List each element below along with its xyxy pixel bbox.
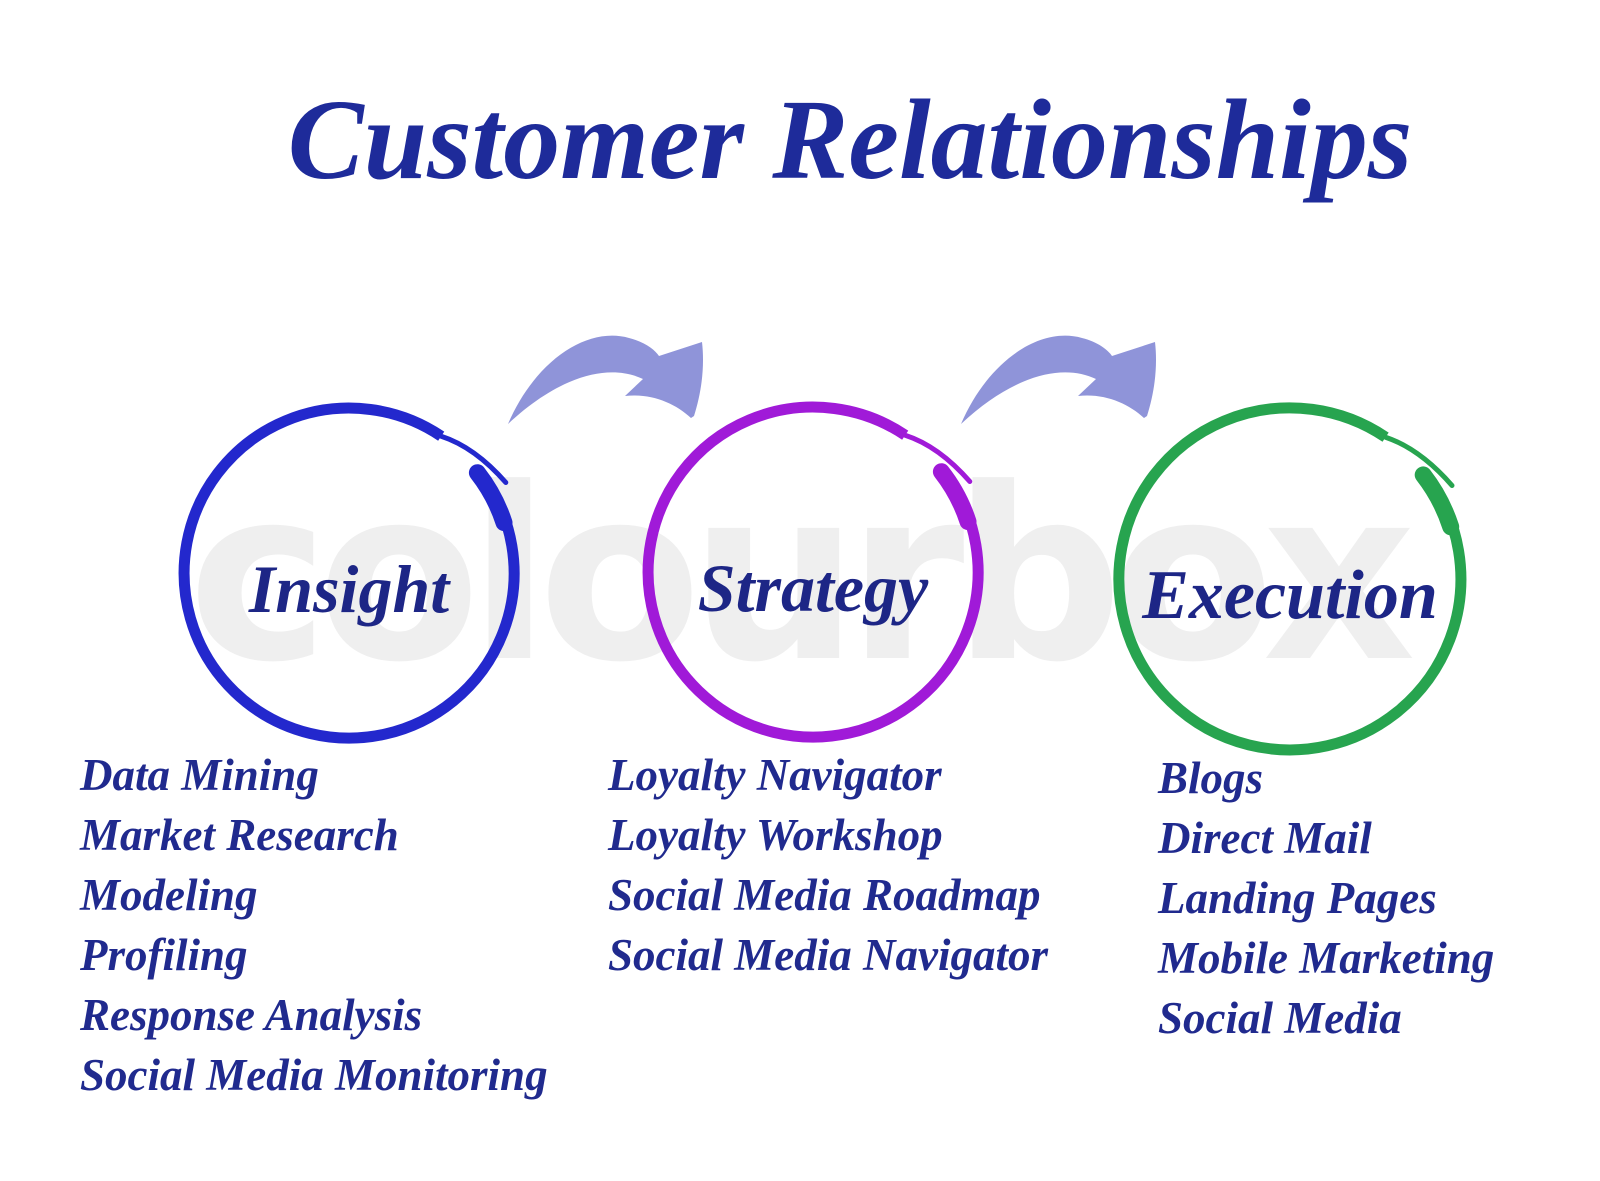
list-item: Market Research — [80, 810, 399, 860]
list-item: Social Media Navigator — [608, 930, 1048, 980]
list-item: Profiling — [80, 930, 248, 980]
list-item: Blogs — [1158, 753, 1264, 803]
execution-circle: Execution — [1113, 402, 1467, 756]
list-item: Loyalty Workshop — [608, 810, 943, 860]
insight-circle-brush-start — [468, 464, 513, 532]
strategy-label: Strategy — [698, 550, 929, 626]
execution-circle-brush-start — [1414, 466, 1460, 536]
strategy-item-list: Loyalty Navigator Loyalty Workshop Socia… — [608, 745, 1048, 985]
list-item: Social Media Roadmap — [608, 870, 1041, 920]
list-item: Modeling — [80, 870, 258, 920]
page-title: Customer Relationships — [287, 76, 1413, 203]
list-item: Social Media — [1158, 993, 1402, 1043]
execution-item-list: Blogs Direct Mail Landing Pages Mobile M… — [1158, 748, 1494, 1048]
strategy-circle-brush-start — [932, 463, 977, 531]
strategy-circle: Strategy — [642, 401, 984, 743]
insight-item-list: Data Mining Market Research Modeling Pro… — [80, 745, 548, 1105]
execution-circle-brush-tail — [1383, 434, 1455, 488]
execution-label: Execution — [1141, 557, 1438, 634]
insight-circle: Insight — [178, 402, 520, 744]
strategy-circle-arc — [642, 401, 984, 743]
insight-label: Insight — [248, 551, 451, 627]
strategy-circle-brush-tail — [902, 432, 973, 484]
insight-circle-brush-tail — [438, 433, 509, 485]
arrow-strategy-to-execution-icon — [961, 335, 1157, 424]
list-item: Data Mining — [80, 750, 319, 800]
list-item: Landing Pages — [1158, 873, 1437, 923]
list-item: Mobile Marketing — [1158, 933, 1495, 983]
execution-circle-arc — [1113, 402, 1467, 756]
list-item: Social Media Monitoring — [80, 1050, 548, 1100]
list-item: Loyalty Navigator — [608, 750, 942, 800]
watermark-text: colourbox — [188, 438, 1416, 715]
list-item: Response Analysis — [80, 990, 423, 1040]
list-item: Direct Mail — [1158, 813, 1372, 863]
arrow-insight-to-strategy-icon — [508, 335, 704, 424]
insight-circle-arc — [178, 402, 520, 744]
